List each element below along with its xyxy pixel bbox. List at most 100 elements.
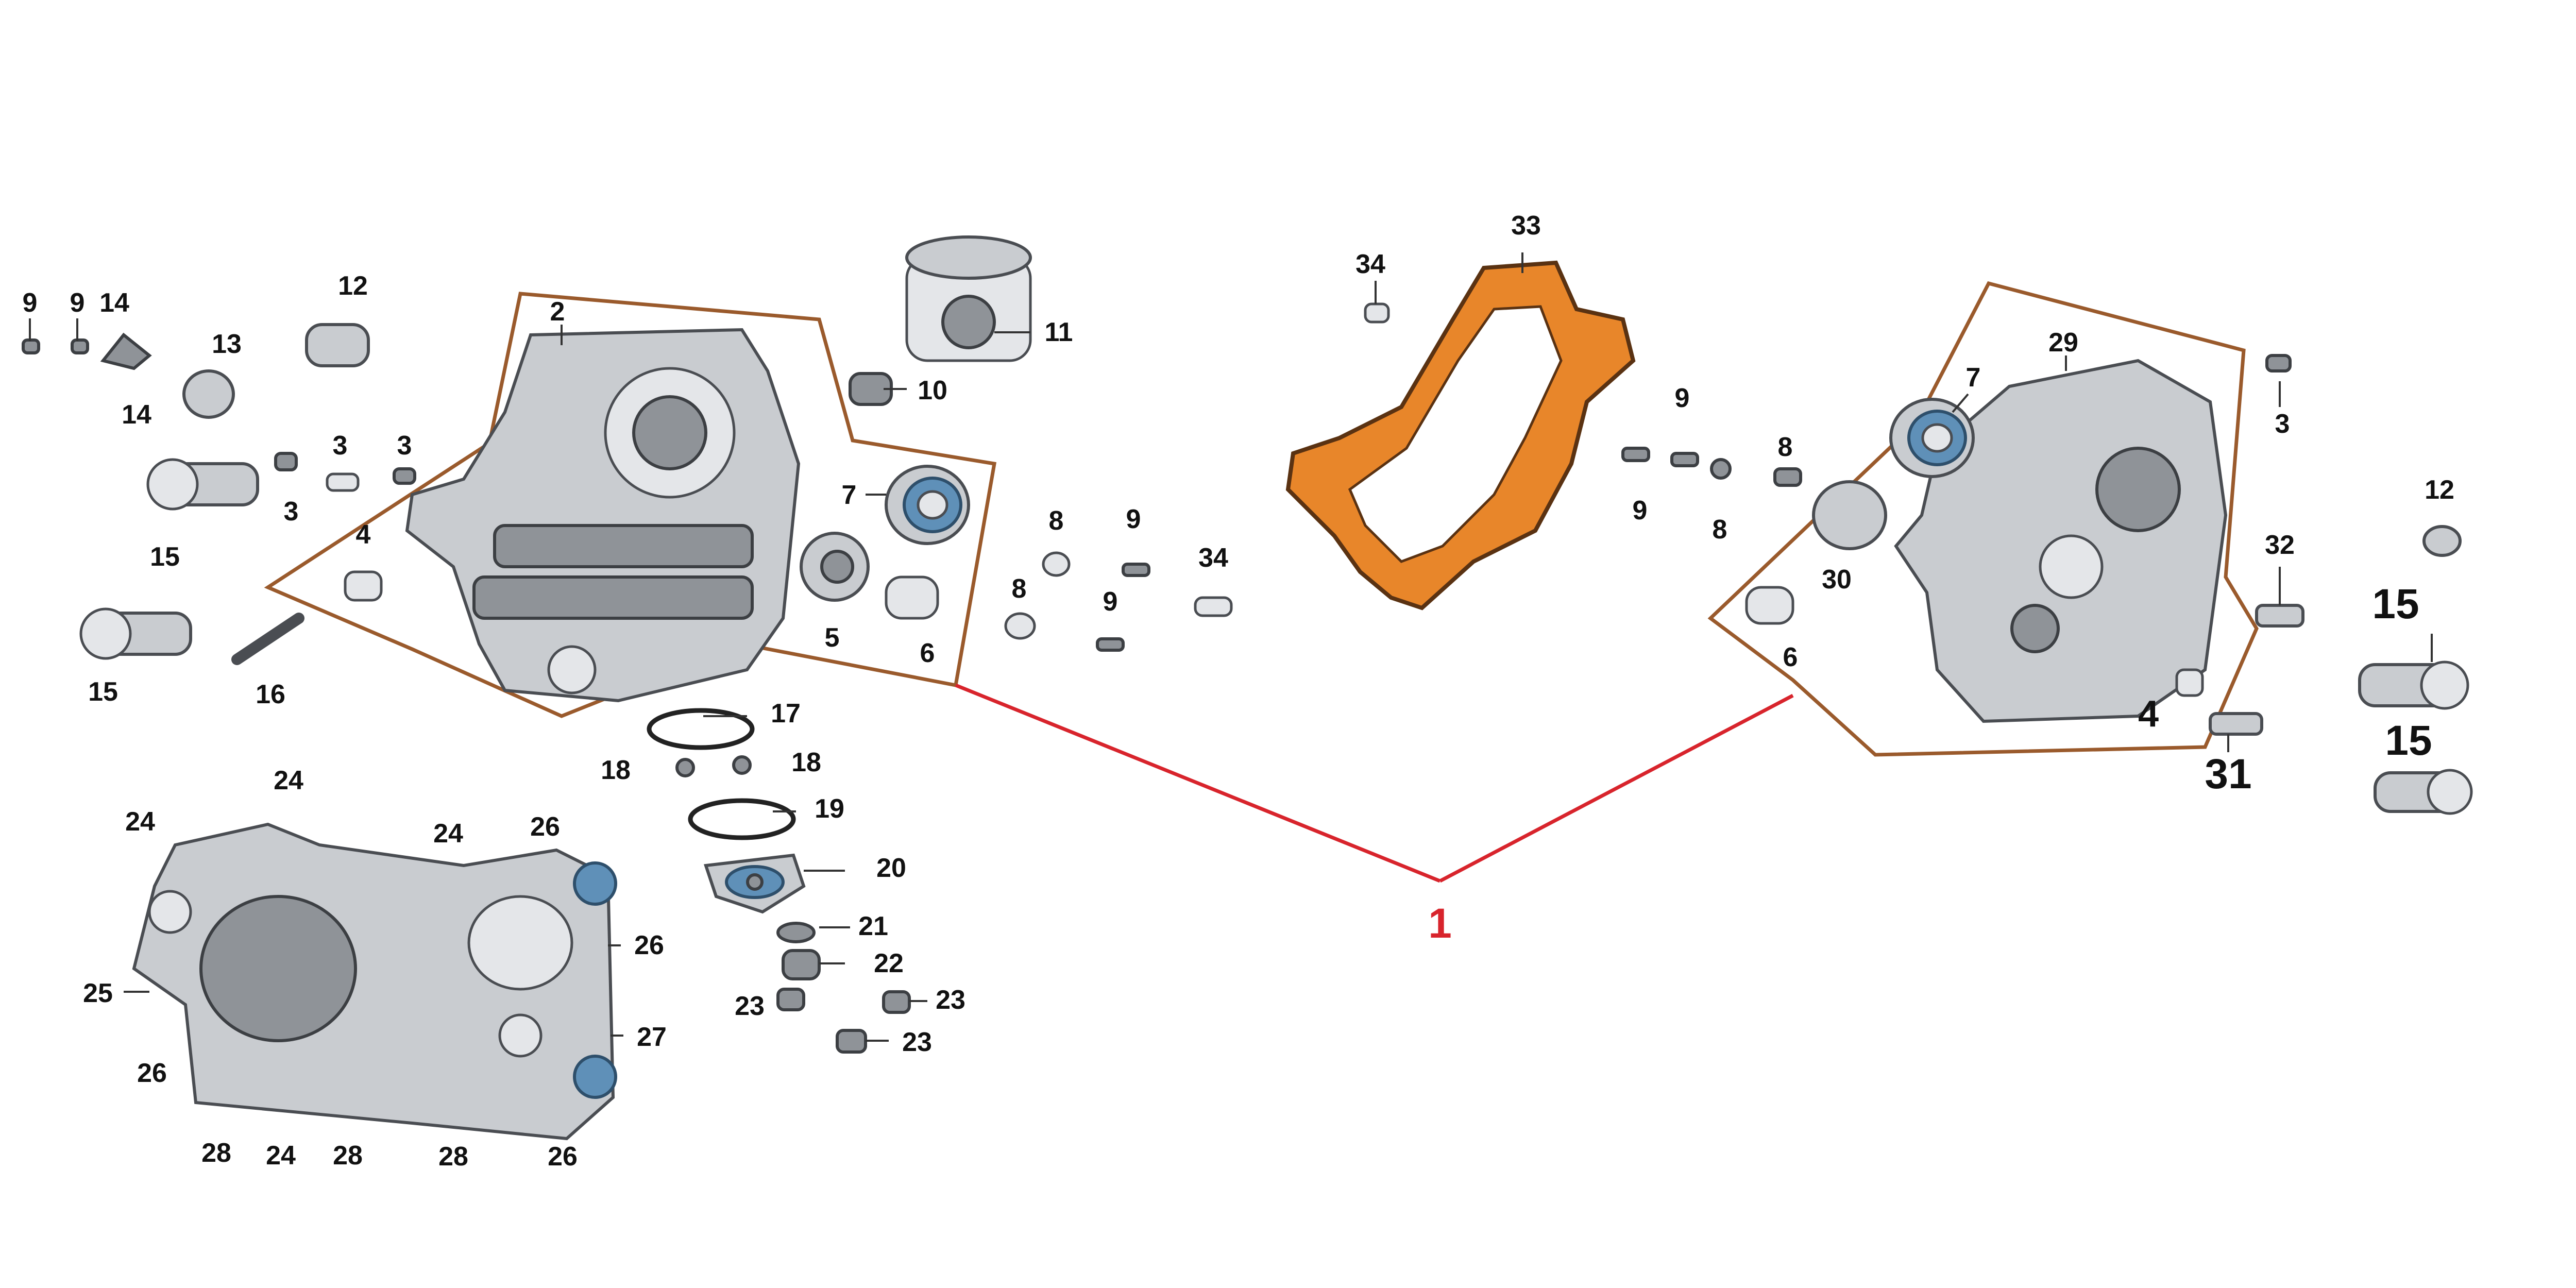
callout-28: 28 bbox=[333, 1141, 363, 1171]
callout-27: 27 bbox=[637, 1022, 667, 1052]
callout-9: 9 bbox=[1633, 496, 1648, 526]
callout-34: 34 bbox=[1355, 249, 1385, 279]
spacer-34-b-part bbox=[1364, 302, 1390, 324]
dowel-4-right-part bbox=[2175, 668, 2204, 697]
callout-3: 3 bbox=[2275, 409, 2290, 439]
screw-9-c-part bbox=[1122, 563, 1150, 577]
right-bearing-part bbox=[1889, 398, 1975, 478]
callout-4: 4 bbox=[2138, 693, 2159, 735]
screw-9-e-part bbox=[1621, 447, 1650, 462]
callout-13: 13 bbox=[212, 329, 242, 359]
callout-9: 9 bbox=[1675, 383, 1690, 413]
callout-24: 24 bbox=[433, 819, 463, 849]
bolt-23-b-part bbox=[882, 990, 911, 1014]
nut-12-right-part bbox=[2422, 525, 2462, 557]
callout-14: 14 bbox=[99, 288, 129, 318]
nut-8-a-part bbox=[1042, 551, 1071, 577]
pin-3-c-part bbox=[393, 467, 416, 485]
right-crankcase-part bbox=[1894, 359, 2228, 723]
drain-plug-22-part bbox=[782, 949, 821, 980]
callout-32: 32 bbox=[2265, 530, 2295, 560]
pin-3-a-part bbox=[274, 452, 298, 471]
callout-29: 29 bbox=[2048, 328, 2078, 358]
pin-3-b-part bbox=[326, 472, 360, 492]
assembly-line-right bbox=[1439, 693, 1794, 883]
callout-5: 5 bbox=[825, 623, 840, 653]
bearing-30-part bbox=[1812, 480, 1887, 550]
dowel-4-part bbox=[344, 570, 383, 602]
callout-19: 19 bbox=[815, 794, 844, 824]
callout-15: 15 bbox=[88, 677, 118, 707]
callout-8: 8 bbox=[1713, 515, 1727, 545]
nut-8-d-part bbox=[1773, 467, 1802, 487]
callout-12: 12 bbox=[2425, 475, 2454, 505]
nut-8-c-part bbox=[1710, 458, 1732, 480]
crankcase-cover-part bbox=[132, 822, 617, 1141]
callout-23: 23 bbox=[735, 991, 765, 1021]
callout-31: 31 bbox=[2205, 751, 2251, 798]
callout-2: 2 bbox=[550, 297, 565, 327]
callout-8: 8 bbox=[1049, 506, 1064, 536]
bushing-6-part bbox=[885, 575, 939, 620]
callout-26: 26 bbox=[548, 1142, 578, 1172]
callout-34: 34 bbox=[1198, 543, 1228, 573]
callout-17: 17 bbox=[771, 699, 801, 728]
shaft-15-right-upper-part bbox=[2358, 660, 2469, 710]
screw-9-f-part bbox=[1670, 452, 1699, 467]
callout-26: 26 bbox=[137, 1058, 167, 1088]
callout-24: 24 bbox=[125, 807, 155, 837]
callout-labels: 9 9 14 14 13 12 2 11 10 3 3 3 7 15 4 5 6… bbox=[23, 211, 2454, 1172]
bushing-12-part bbox=[305, 323, 370, 367]
callout-26: 26 bbox=[634, 930, 664, 960]
callout-28: 28 bbox=[438, 1142, 468, 1172]
callout-3: 3 bbox=[284, 497, 299, 527]
cover-plate-20-part bbox=[703, 853, 806, 914]
shaft-15-right-lower-part bbox=[2374, 769, 2473, 815]
callout-7: 7 bbox=[1966, 363, 1981, 393]
callout-9: 9 bbox=[1126, 504, 1141, 534]
gasket-33-inner bbox=[1348, 305, 1563, 563]
callout-25: 25 bbox=[83, 978, 113, 1008]
callout-28: 28 bbox=[201, 1138, 231, 1168]
screw-9-a-part bbox=[22, 338, 40, 354]
leader-lines bbox=[29, 252, 2433, 1042]
callout-6: 6 bbox=[1783, 642, 1798, 672]
o-ring-17-part bbox=[647, 708, 755, 750]
pin-16-part bbox=[231, 613, 304, 665]
clip-14-part bbox=[100, 332, 152, 370]
nut-18-right-part bbox=[732, 755, 752, 775]
callout-26: 26 bbox=[530, 812, 560, 842]
callout-8: 8 bbox=[1778, 432, 1793, 462]
bearing-5-part bbox=[800, 532, 870, 602]
callout-16: 16 bbox=[256, 680, 285, 709]
shaft-15-lower-part bbox=[79, 607, 192, 660]
callout-12: 12 bbox=[338, 271, 368, 301]
left-crankcase-part bbox=[405, 328, 801, 703]
callout-3: 3 bbox=[397, 431, 412, 461]
left-bearing-part bbox=[885, 465, 970, 545]
callout-9: 9 bbox=[23, 288, 38, 318]
callout-3: 3 bbox=[333, 431, 348, 461]
callout-23: 23 bbox=[936, 985, 965, 1015]
spacer-34-a-part bbox=[1194, 596, 1233, 617]
oil-filter-part bbox=[905, 235, 1032, 362]
screw-9-d-part bbox=[1096, 637, 1125, 652]
callout-33: 33 bbox=[1511, 211, 1541, 241]
bolt-23-c-part bbox=[836, 1029, 867, 1054]
seal-13-part bbox=[182, 369, 235, 419]
callout-18: 18 bbox=[601, 755, 631, 785]
callout-23: 23 bbox=[902, 1027, 932, 1057]
callout-4: 4 bbox=[356, 520, 371, 550]
callout-15: 15 bbox=[2385, 717, 2432, 764]
screw-9-b-part bbox=[71, 338, 89, 354]
callout-9: 9 bbox=[1103, 587, 1118, 617]
callout-10: 10 bbox=[918, 376, 947, 405]
nut-8-b-part bbox=[1004, 612, 1036, 640]
assembly-label: 1 bbox=[1428, 900, 1452, 947]
o-ring-19-part bbox=[688, 798, 796, 840]
callout-21: 21 bbox=[858, 911, 888, 941]
shaft-15-upper-part bbox=[146, 458, 259, 511]
callout-30: 30 bbox=[1822, 565, 1852, 595]
bolt-31-part bbox=[2209, 712, 2263, 736]
